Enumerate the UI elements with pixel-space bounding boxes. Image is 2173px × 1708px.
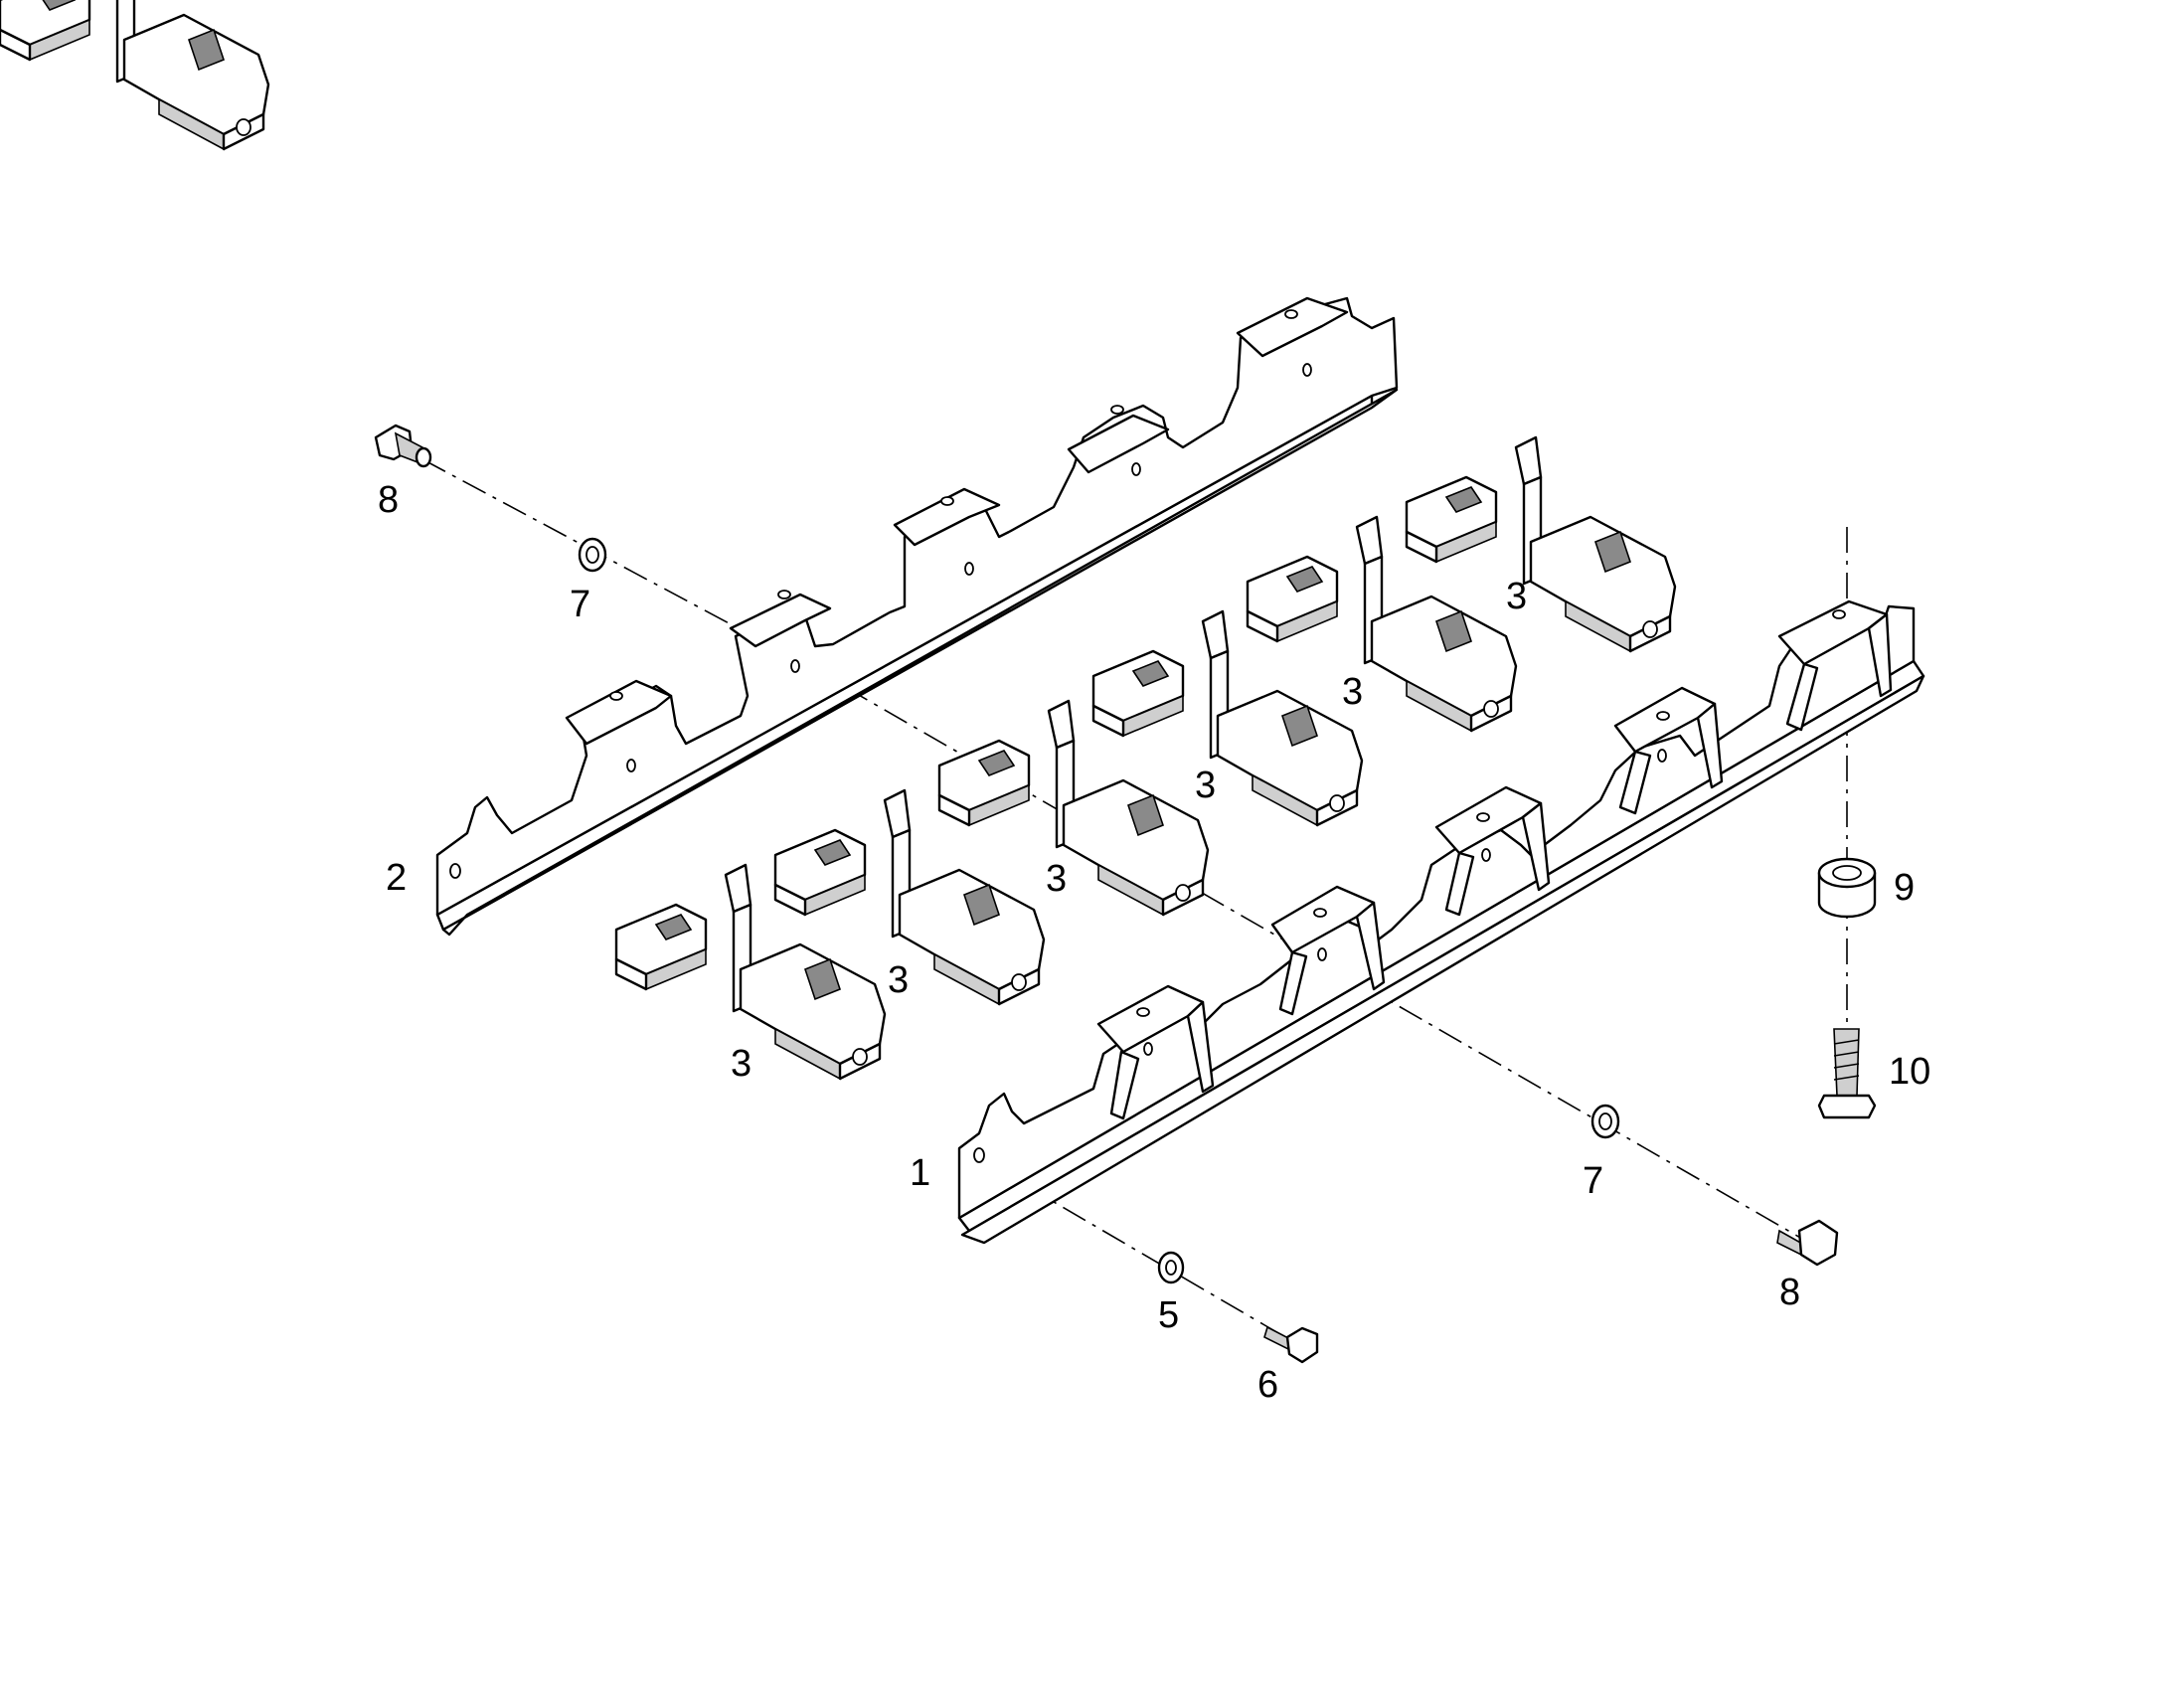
screw-part-6 bbox=[1263, 1325, 1319, 1364]
callout-9: 9 bbox=[1894, 867, 1915, 909]
callout-10: 10 bbox=[1889, 1051, 1930, 1093]
callout-7: 7 bbox=[570, 584, 590, 625]
callout-3: 3 bbox=[1195, 765, 1216, 806]
bolt-part-8-upper bbox=[374, 424, 432, 468]
washer-part-7-upper bbox=[578, 537, 607, 573]
washer-part-7-lower bbox=[1590, 1104, 1620, 1139]
callout-1: 1 bbox=[910, 1152, 930, 1194]
callout-3: 3 bbox=[1342, 671, 1363, 713]
cross-member bbox=[0, 0, 270, 151]
bolt-part-8-lower bbox=[1776, 1219, 1839, 1267]
washer-part-5 bbox=[1157, 1251, 1185, 1284]
callout-3: 3 bbox=[1506, 576, 1527, 617]
callout-2: 2 bbox=[386, 857, 407, 899]
callout-6: 6 bbox=[1257, 1364, 1278, 1406]
rail-1-mounts bbox=[1096, 599, 1893, 1120]
cross-members-part-3 bbox=[0, 0, 1677, 1081]
callout-3: 3 bbox=[888, 959, 909, 1001]
callout-3: 3 bbox=[1046, 858, 1067, 900]
rail-part-1 bbox=[957, 599, 1925, 1245]
bolt-part-10 bbox=[1817, 1028, 1877, 1119]
callout-labels: 2 1 3 3 3 3 3 3 5 6 7 7 8 8 9 10 bbox=[378, 479, 1930, 1406]
callout-7: 7 bbox=[1583, 1160, 1603, 1202]
callout-3: 3 bbox=[731, 1043, 752, 1085]
bushing-part-9 bbox=[1817, 857, 1877, 919]
callout-5: 5 bbox=[1158, 1294, 1179, 1336]
callout-8: 8 bbox=[1779, 1272, 1800, 1313]
callout-8: 8 bbox=[378, 479, 399, 521]
rail-part-2 bbox=[435, 296, 1399, 937]
